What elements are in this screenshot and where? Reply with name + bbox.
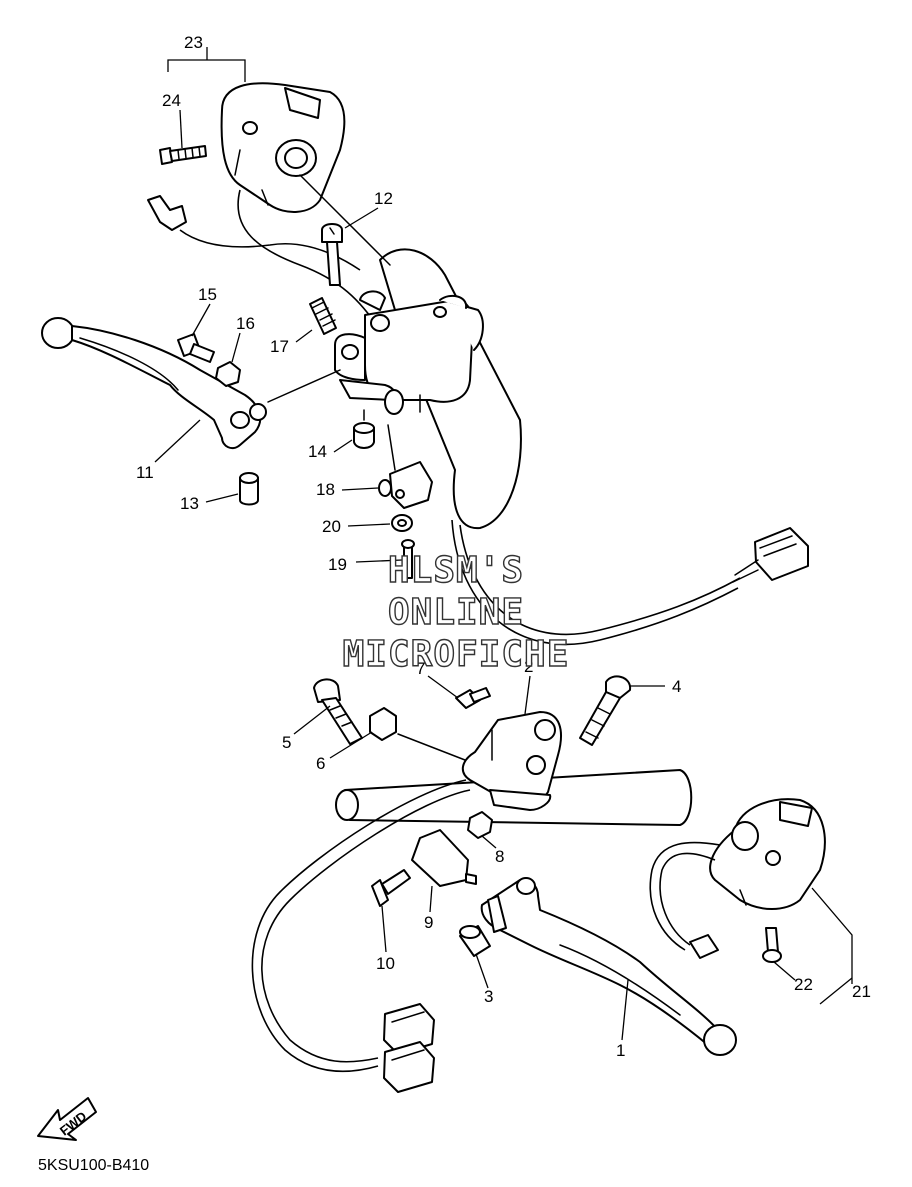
callout-11: 11 [136, 463, 154, 482]
callout-21: 21 [852, 982, 871, 1001]
callout-19: 19 [328, 555, 347, 574]
watermark: HLSM'S ONLINE MICROFICHE [342, 549, 570, 675]
upper-harness-cable-b [451, 519, 739, 646]
screw-7 [455, 687, 491, 709]
screw-10 [371, 869, 411, 907]
bolt-15 [177, 333, 215, 363]
small-lower-connector [689, 934, 719, 959]
brake-master-cylinder [334, 290, 484, 415]
bolt-12 [321, 223, 343, 286]
watermark-line-2: ONLINE [388, 592, 524, 633]
callout-5: 5 [282, 733, 291, 752]
clutch-lever [480, 877, 737, 1056]
clutch-lever-holder [461, 711, 562, 811]
upper-connector [732, 527, 809, 583]
callout-4: 4 [672, 677, 681, 696]
front-brake-switch-18 [378, 461, 433, 509]
washer-20 [391, 514, 413, 532]
lower-harness-cable-b [251, 779, 467, 1073]
callout-24: 24 [162, 91, 181, 110]
nut-16 [215, 361, 241, 387]
callout-1: 1 [616, 1041, 625, 1060]
diagram-code: 5KSU100-B410 [38, 1157, 149, 1174]
collar-3 [459, 925, 491, 957]
spring-17 [309, 297, 337, 335]
callout-22: 22 [794, 975, 813, 994]
callout-7: 7 [416, 659, 425, 678]
screw-22 [762, 927, 782, 963]
leader-lines [154, 47, 853, 1041]
callout-16: 16 [236, 314, 255, 333]
lower-switch-wire-b [649, 841, 721, 951]
callout-18: 18 [316, 480, 335, 499]
lower-connectors [383, 1003, 435, 1093]
lower-harness-cable [261, 789, 471, 1063]
upper-handlebar-switch [220, 82, 346, 213]
watermark-line-1: HLSM'S [388, 550, 524, 591]
terminal-clip [147, 195, 187, 231]
callout-12: 12 [374, 189, 393, 208]
callout-2: 2 [524, 657, 533, 676]
nut-6 [369, 707, 397, 741]
bolt-4 [579, 675, 632, 746]
collar-13 [239, 472, 259, 506]
screw-24 [159, 145, 207, 165]
lower-switch-wire [659, 852, 716, 946]
upper-harness-cable [459, 524, 741, 636]
bolt-5 [313, 678, 363, 745]
front-brake-lever [41, 317, 267, 449]
nut-8 [467, 811, 493, 839]
clutch-switch-9 [411, 829, 477, 887]
fwd-arrow-icon: FWD [37, 1097, 97, 1141]
grommet-14 [353, 422, 375, 449]
callout-17: 17 [270, 337, 289, 356]
callout-20: 20 [322, 517, 341, 536]
screw-19 [401, 539, 415, 579]
callout-3: 3 [484, 987, 493, 1006]
callout-10: 10 [376, 954, 395, 973]
callout-9: 9 [424, 913, 433, 932]
callout-23: 23 [184, 33, 203, 52]
callout-6: 6 [316, 754, 325, 773]
callout-13: 13 [180, 494, 199, 513]
upper-switch-wire [237, 189, 381, 331]
watermark-line-3: MICROFICHE [343, 634, 570, 675]
lower-handlebar-switch [709, 798, 826, 910]
callout-8: 8 [495, 847, 504, 866]
callout-14: 14 [308, 442, 327, 461]
callout-15: 15 [198, 285, 217, 304]
